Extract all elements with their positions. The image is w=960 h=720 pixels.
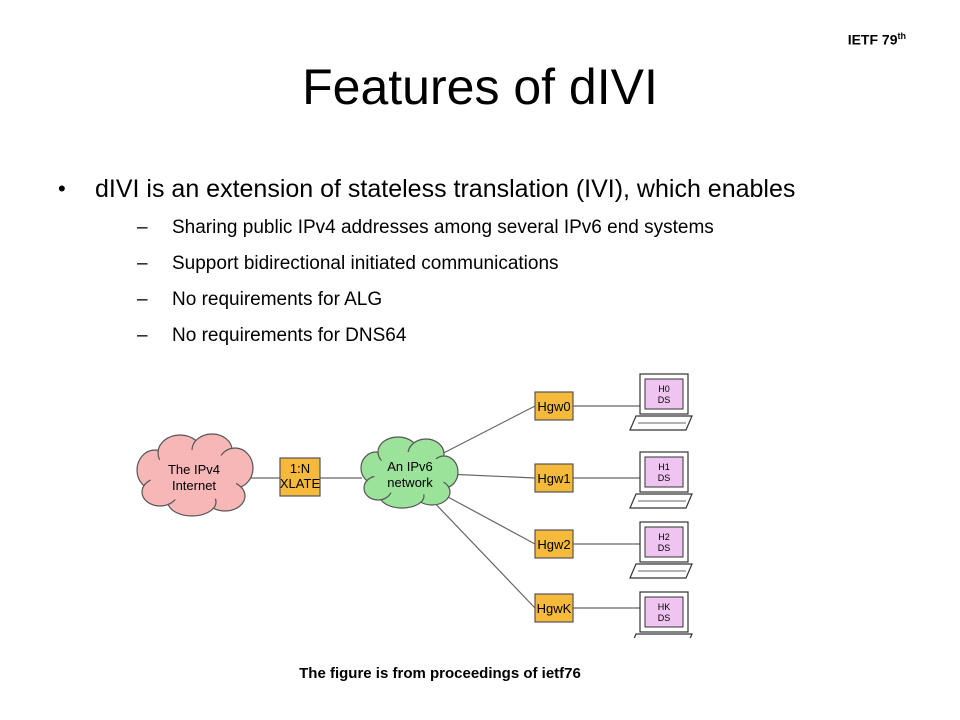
- ipv4-cloud-label-line2: Internet: [172, 478, 216, 493]
- dash-icon: –: [137, 217, 148, 238]
- sub-bullet-text: No requirements for DNS64: [172, 325, 407, 346]
- dash-icon: –: [137, 253, 148, 274]
- host-label-line1: HK: [658, 602, 671, 612]
- line-ipv6-hgwk: [427, 495, 536, 609]
- sub-bullet-item: – Support bidirectional initiated communi…: [95, 246, 938, 282]
- ipv4-internet-cloud-icon: The IPv4 Internet: [136, 433, 254, 517]
- host-h2-laptop-icon: H2 DS: [629, 521, 693, 579]
- sub-bullet-item: – No requirements for DNS64: [95, 318, 938, 354]
- host-label-line2: DS: [658, 543, 671, 553]
- line-ipv6-hgw2: [434, 489, 536, 545]
- ipv6-network-cloud-icon: An IPv6 network: [360, 436, 459, 509]
- gateway-label: Hgw0: [537, 399, 570, 414]
- event-superscript: th: [897, 31, 907, 41]
- gateway-hgwk: HgwK: [534, 593, 574, 623]
- gateway-label: Hgw1: [537, 471, 570, 486]
- xlate-label-line2: XLATE: [280, 476, 321, 491]
- sub-bullet-list: – Sharing public IPv4 addresses among sev…: [95, 210, 938, 354]
- gateway-hgw1: Hgw1: [534, 463, 574, 493]
- network-diagram: The IPv4 Internet 1:N XLATE An IPv6 netw…: [136, 373, 693, 638]
- host-label-line1: H2: [658, 532, 670, 542]
- host-label-line2: DS: [658, 613, 671, 623]
- sub-bullet-text: Support bidirectional initiated communic…: [172, 253, 559, 274]
- xlate-box: 1:N XLATE: [279, 457, 321, 497]
- main-bullet: • dIVI is an extension of stateless tran…: [58, 172, 938, 354]
- figure-caption: The figure is from proceedings of ietf76: [299, 665, 581, 682]
- xlate-label-line1: 1:N: [290, 461, 310, 476]
- host-hk-laptop-icon: HK DS: [633, 591, 693, 638]
- sub-bullet-text: Sharing public IPv4 addresses among seve…: [172, 217, 714, 238]
- host-label-line2: DS: [658, 473, 671, 483]
- ipv6-cloud-label-line1: An IPv6: [387, 459, 433, 474]
- line-ipv6-hgw1: [445, 473, 536, 479]
- host-h0-laptop-icon: H0 DS: [629, 373, 693, 431]
- gateway-label: HgwK: [537, 601, 572, 616]
- gateway-hgw2: Hgw2: [534, 529, 574, 559]
- main-bullet-text: dIVI is an extension of stateless transl…: [95, 175, 796, 203]
- host-label-line1: H0: [658, 384, 670, 394]
- host-h1-laptop-icon: H1 DS: [629, 451, 693, 509]
- host-label-line2: DS: [658, 395, 671, 405]
- dash-icon: –: [137, 289, 148, 310]
- ipv4-cloud-label-line1: The IPv4: [168, 462, 220, 477]
- host-label-line1: H1: [658, 462, 670, 472]
- event-name: IETF 79: [847, 31, 898, 48]
- sub-bullet-text: No requirements for ALG: [172, 289, 383, 310]
- line-ipv6-hgw0: [429, 405, 536, 461]
- event-tag: IETF 79th: [848, 31, 906, 48]
- dash-icon: –: [137, 325, 148, 346]
- slide-title: Features of dIVI: [302, 59, 658, 115]
- gateway-hgw0: Hgw0: [534, 391, 574, 421]
- gateway-label: Hgw2: [537, 537, 570, 552]
- sub-bullet-item: – No requirements for ALG: [95, 282, 938, 318]
- bullet-list: • dIVI is an extension of stateless tran…: [58, 172, 938, 354]
- sub-bullet-item: – Sharing public IPv4 addresses among sev…: [95, 210, 938, 246]
- bullet-dot-icon: •: [58, 176, 66, 201]
- connector-lines: [250, 405, 640, 609]
- ipv6-cloud-label-line2: network: [387, 475, 433, 490]
